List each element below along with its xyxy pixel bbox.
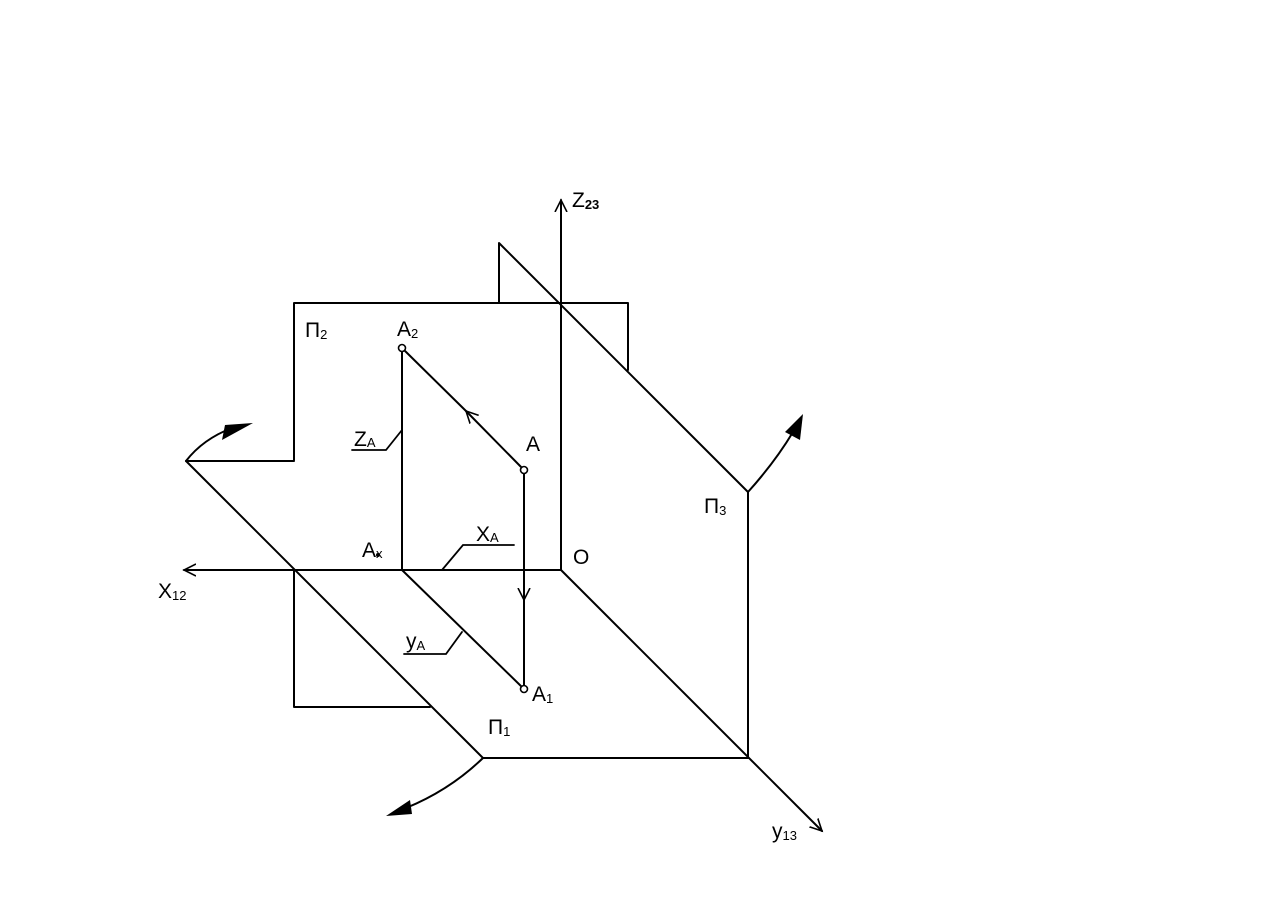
x-axis-label: X12 (158, 580, 186, 603)
points (376, 343, 529, 694)
rotation-arrow-bottom (405, 757, 484, 809)
coord-x-label: XA (476, 523, 499, 546)
y-axis (560, 569, 822, 831)
rotation-arrow-right-head (785, 414, 803, 440)
rotation-arrow-left-head (222, 423, 253, 440)
rotation-arrow-bottom-head (386, 800, 412, 816)
projection-lines (401, 347, 525, 690)
plane-p2-label: П2 (305, 319, 327, 342)
y-axis-label: y13 (772, 820, 797, 843)
coord-y-label: yA (406, 630, 426, 653)
point-a-marker (519, 465, 529, 475)
point-a2-marker (397, 343, 407, 353)
point-a1-label: A1 (532, 683, 553, 706)
origin-label: O (573, 546, 589, 569)
coordinate-leaders (351, 429, 515, 655)
labels: Z23 X12 y13 O П2 П3 П1 A A2 A1 Ax ZA XA … (158, 189, 797, 843)
plane-p3-label: П3 (704, 495, 726, 518)
a-a2-line (466, 411, 525, 471)
point-a2-label: A2 (397, 318, 418, 341)
plane-p1-label: П1 (488, 716, 510, 739)
plane-p1 (185, 460, 749, 759)
rotation-arrows (185, 414, 803, 816)
ax-a1-line (401, 569, 525, 690)
z-axis-label: Z23 (572, 189, 599, 212)
coord-z-label: ZA (354, 428, 376, 451)
plane-p3 (498, 242, 749, 759)
point-a-label: A (526, 433, 540, 456)
axes (184, 200, 822, 831)
plane-p2 (293, 302, 562, 708)
point-a1-marker (519, 684, 529, 694)
point-ax-marker (376, 553, 380, 557)
rotation-arrow-right (747, 431, 794, 493)
point-ax-label: Ax (362, 539, 383, 562)
